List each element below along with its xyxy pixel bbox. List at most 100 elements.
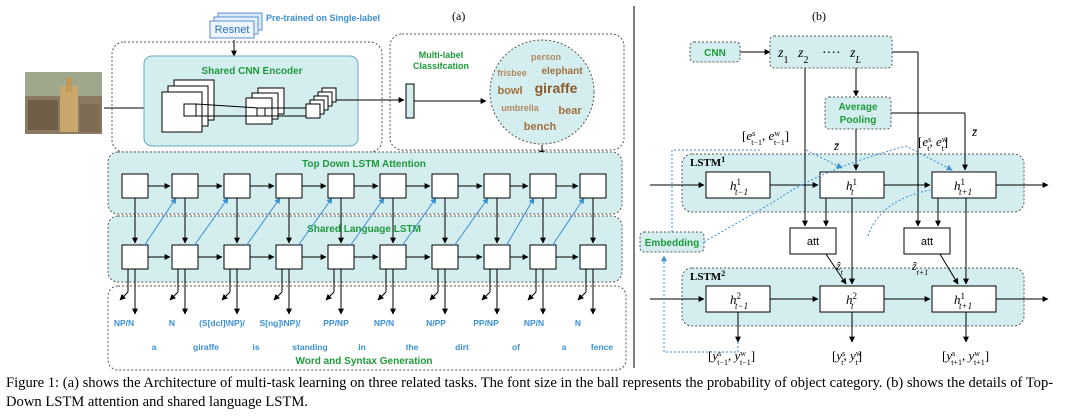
syntax-tag: NP/N: [114, 318, 134, 328]
zhat-t: ẑt: [835, 259, 844, 277]
attention-cell: [483, 173, 511, 199]
syntax-tag: NP/N: [374, 318, 394, 328]
resnet-label: Resnet: [215, 24, 250, 36]
attention-cell: [223, 173, 251, 199]
probability-ball: [489, 39, 595, 145]
caption-word: the: [406, 342, 419, 352]
attention-cell: [171, 173, 199, 199]
pretrained-label: Pre-trained on Single-label: [266, 13, 380, 23]
multilabel-line1: Multi-label: [419, 50, 464, 60]
cnn-label: CNN: [704, 48, 726, 59]
attention-label: Top Down LSTM Attention: [302, 159, 426, 170]
panel-a-label: (a): [452, 9, 465, 23]
language-cell: [379, 244, 407, 270]
figure-caption: Figure 1: (a) shows the Architecture of …: [6, 375, 1054, 410]
panel-b-label: (b): [812, 9, 826, 23]
generation-label: Word and Syntax Generation: [295, 356, 432, 367]
attention-cell: [529, 173, 557, 199]
language-cell: [171, 244, 199, 270]
syntax-tag: NP/N: [524, 318, 544, 328]
ball-word: person: [531, 52, 561, 62]
attention-cell: [327, 173, 355, 199]
generation-text: NP/N N (S[dcl]\NP)/ S[ng]\NP)/ PP/NP NP/N N/PP…: [114, 318, 614, 352]
att-box-t: [789, 227, 837, 255]
avg-pool-line1: Average: [838, 102, 878, 113]
figure-canvas: (a) Resnet Pre-trained on Single-label S…: [25, 6, 1049, 371]
caption-word: is: [252, 342, 259, 352]
syntax-tag: PP/NP: [323, 318, 349, 328]
classifier-layer: [405, 83, 415, 119]
embedding-label: Embedding: [645, 238, 699, 249]
syntax-tag: N/PP: [426, 318, 446, 328]
language-cell: [275, 244, 303, 270]
language-cell: [529, 244, 557, 270]
ball-word: giraffe: [535, 80, 578, 96]
svg-text:····: ····: [822, 46, 841, 61]
syntax-tag: S[ng]\NP)/: [259, 318, 301, 328]
ball-word: bowl: [497, 85, 522, 97]
attention-cell: [121, 173, 149, 199]
resnet-box: Resnet: [209, 12, 263, 39]
svg-text:z2: z2: [797, 46, 808, 66]
ball-word: elephant: [541, 66, 583, 77]
multilabel-line2: Classifcation: [413, 61, 469, 71]
generation-band: [107, 285, 627, 371]
ball-words: person frisbee elephant bowl giraffe umbrella…: [497, 52, 583, 133]
caption-word: a: [562, 342, 567, 352]
attention-cell: [275, 173, 303, 199]
cnn-box: [689, 41, 741, 63]
language-cell: [483, 244, 511, 270]
caption-word: a: [152, 342, 157, 352]
ball-word: bench: [524, 121, 557, 133]
attention-cell: [379, 173, 407, 199]
language-cell: [121, 244, 149, 270]
zbar-label-t1: z̄: [971, 124, 978, 139]
language-cell: [327, 244, 355, 270]
avg-pool-line2: Pooling: [840, 115, 877, 126]
caption-word: of: [512, 342, 520, 352]
language-cell: [579, 244, 607, 270]
syntax-tag: PP/NP: [473, 318, 499, 328]
svg-text:z1: z1: [777, 46, 788, 66]
caption-word: giraffe: [193, 342, 219, 352]
lstm2-label: LSTM2: [690, 269, 725, 284]
h1-next-cell: [931, 171, 997, 199]
syntax-tag: (S[dcl]\NP)/: [199, 318, 245, 328]
ball-word: frisbee: [497, 68, 527, 78]
zbar-label-t: z̄: [833, 138, 840, 153]
h1-curr-cell: [819, 171, 885, 199]
lstm-grid: [119, 173, 607, 315]
caption-word: standing: [292, 342, 327, 352]
caption-word: dirt: [455, 342, 469, 352]
att-label-t: att: [807, 236, 819, 248]
input-photo: [25, 72, 102, 134]
multilabel-outer-box: [389, 33, 625, 151]
cnn-feature-maps: [161, 79, 337, 133]
ball-word: umbrella: [501, 103, 540, 113]
caption-word: in: [358, 342, 366, 352]
syntax-tag: N: [575, 318, 581, 328]
att-label-t1: att: [921, 236, 933, 248]
syntax-tag: N: [169, 318, 175, 328]
h2-next-cell: [931, 285, 997, 313]
attention-cell: [431, 173, 459, 199]
attention-cell: [579, 173, 607, 199]
language-cell: [223, 244, 251, 270]
att-box-t1: [903, 227, 951, 255]
language-cell: [431, 244, 459, 270]
lstm1-label: LSTM1: [690, 155, 725, 170]
caption-word: fence: [591, 342, 613, 352]
ball-word: bear: [558, 105, 582, 117]
encoder-label: Shared CNN Encoder: [201, 66, 302, 77]
h2-prev-cell: [705, 285, 771, 313]
language-label: Shared Language LSTM: [307, 224, 421, 235]
